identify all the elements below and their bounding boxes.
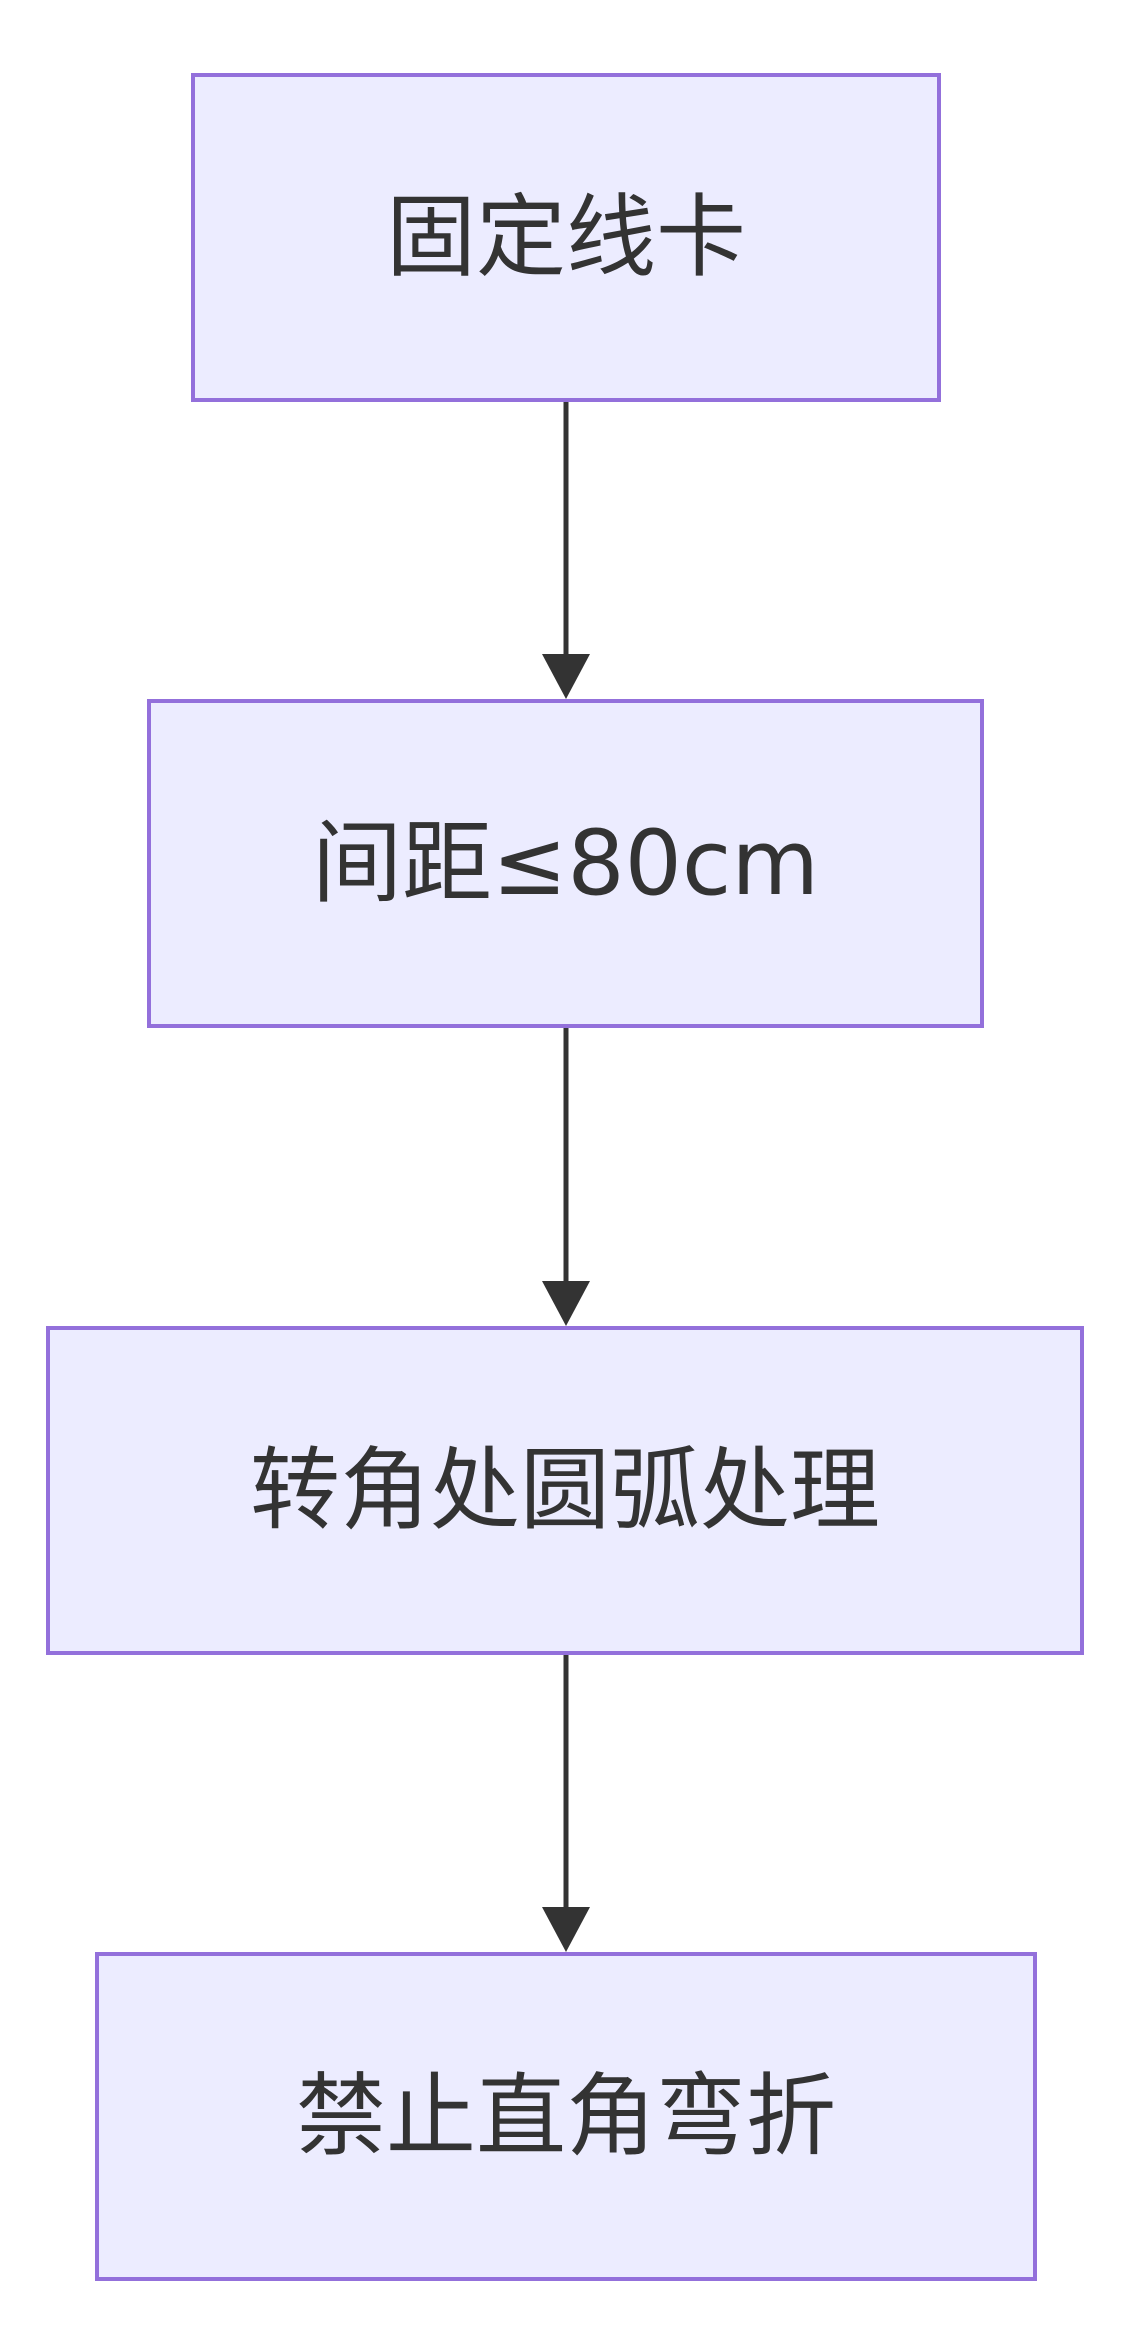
- edge-n3-n4: [542, 1655, 590, 1952]
- node-fix-cable-clip[interactable]: 固定线卡: [191, 73, 941, 402]
- node-no-right-angle-bend[interactable]: 禁止直角弯折: [95, 1952, 1037, 2281]
- node-corner-arc[interactable]: 转角处圆弧处理: [46, 1326, 1084, 1655]
- edge-n2-n3: [542, 1028, 590, 1326]
- node-label: 固定线卡: [386, 184, 746, 290]
- node-label: 禁止直角弯折: [296, 2063, 836, 2169]
- node-label: 转角处圆弧处理: [250, 1437, 880, 1543]
- edge-n1-n2: [542, 402, 590, 699]
- node-label: 间距≤80cm: [311, 810, 820, 916]
- node-spacing[interactable]: 间距≤80cm: [147, 699, 984, 1028]
